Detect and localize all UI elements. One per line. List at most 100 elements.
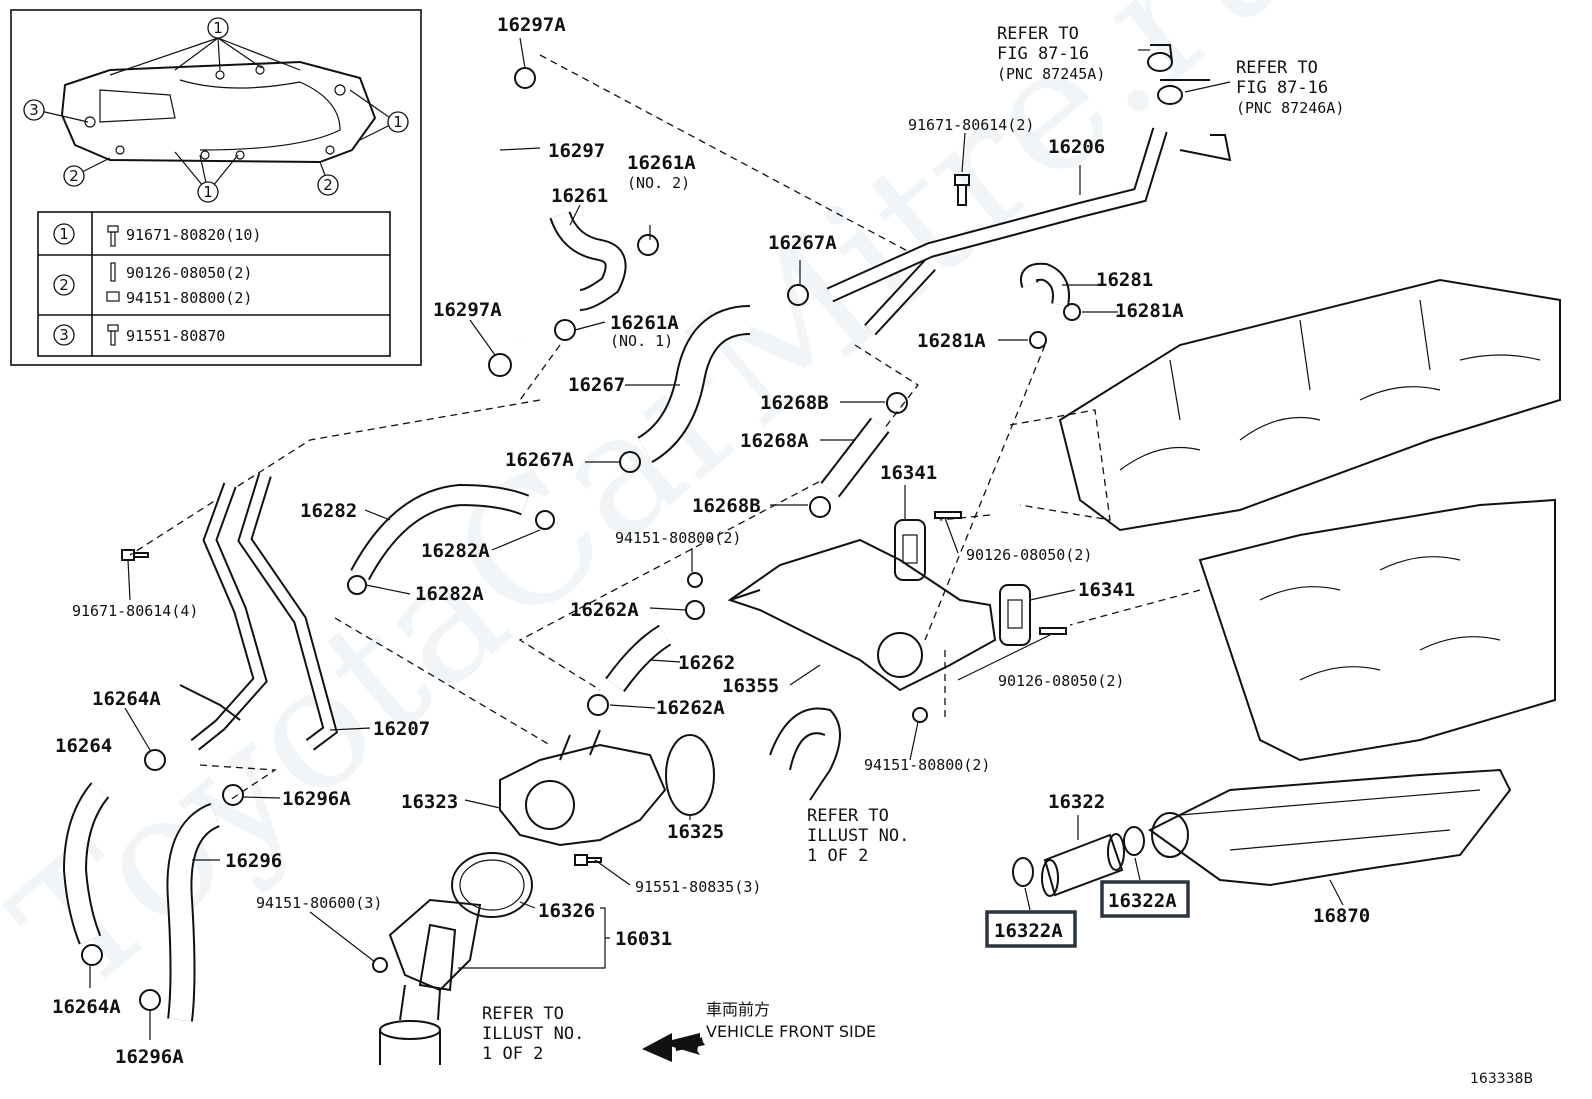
highlight-box-16322A-right (1100, 880, 1190, 918)
water-inlet-16031 (388, 898, 482, 1021)
stud-90126-top (934, 511, 962, 519)
svg-text:1: 1 (59, 225, 69, 243)
hose-end-fig-87245A (1147, 44, 1173, 72)
label-16297A-top: 16297A (497, 14, 566, 36)
reference-notes: REFER TO FIG 87-16 (PNC 87245A) REFER TO… (482, 24, 1533, 1087)
highlight-box-16322A-left (985, 910, 1077, 948)
hose-end-fig-87246A (1157, 79, 1210, 105)
ref-fig1-line1: REFER TO (997, 24, 1079, 44)
bolt-icon (107, 225, 119, 247)
vehicle-front-jp: 車両前方 (706, 1000, 770, 1019)
label-94151-80800-2-top: 94151-80800(2) (615, 529, 741, 547)
svg-text:3: 3 (59, 326, 69, 344)
clamp-16264A-top (144, 749, 166, 771)
svg-text:3: 3 (29, 101, 39, 119)
label-16322: 16322 (1048, 791, 1105, 813)
inset-row-1-part: 91671-80820(10) (126, 226, 261, 244)
inset-callout-1-right: 1 (387, 111, 409, 133)
clamp-16268B-top (886, 392, 908, 414)
hose-refer-illust (769, 707, 841, 801)
ref-illust-a-line1: REFER TO (807, 806, 889, 826)
stud-90126-low (1039, 627, 1067, 635)
hose-16261 (549, 211, 627, 311)
inset-callout-1-bottom: 1 (197, 181, 219, 203)
diagram-id: 163338B (1470, 1071, 1533, 1087)
label-91671-80614-2: 91671-80614(2) (908, 116, 1034, 134)
label-16281A-left: 16281A (917, 330, 986, 352)
ref-fig1-line2: FIG 87-16 (997, 44, 1089, 64)
label-16281: 16281 (1096, 269, 1153, 291)
label-16296A-low: 16296A (115, 1046, 184, 1068)
label-90126-08050-2-top: 90126-08050(2) (966, 546, 1092, 564)
gasket-16325 (665, 734, 715, 816)
nut-icon (106, 291, 120, 302)
o-ring-16322A-right (1123, 826, 1145, 856)
pipe-16322 (1041, 833, 1125, 897)
clamp-16268B-low (809, 496, 831, 518)
label-16296A-top: 16296A (282, 788, 351, 810)
label-16282A-right: 16282A (421, 540, 490, 562)
label-16264A-low: 16264A (52, 996, 121, 1018)
inset-row-3-part: 91551-80870 (126, 327, 225, 345)
vehicle-front-arrow-icon (642, 1033, 705, 1062)
inset-fastener-table: 1 2 3 91671-80820(10) 90126-08050(2) 941… (37, 211, 391, 357)
svg-text:1: 1 (393, 113, 403, 131)
thermostat-housing-16323 (499, 729, 667, 847)
hose-16296 (166, 802, 221, 1022)
cylinder-head-upper (1058, 278, 1561, 532)
label-16281A-right: 16281A (1115, 300, 1184, 322)
o-ring-16322A-left (1012, 857, 1034, 887)
clamp-16296A-top (222, 784, 244, 806)
part-labels: 16297A 16297 16261 16261A (NO. 2) 16297A… (52, 14, 1370, 1068)
bolt-91671-80614-4 (121, 549, 149, 561)
nut-94151-80600 (372, 957, 388, 973)
label-16355: 16355 (722, 675, 779, 697)
label-16261: 16261 (551, 185, 608, 207)
vehicle-front-en: VEHICLE FRONT SIDE (706, 1022, 876, 1041)
label-16267A-top: 16267A (768, 232, 837, 254)
inset-callout-2-right: 2 (317, 174, 339, 196)
label-no1: (NO. 1) (610, 332, 673, 350)
ref-illust-a-line2: ILLUST NO. (807, 826, 909, 846)
hose-16282 (350, 483, 530, 581)
label-16282A-left: 16282A (415, 583, 484, 605)
inset-panel: 1 1 1 2 2 3 1 2 3 91671-80820(10) 90126-… (10, 9, 422, 366)
svg-text:2: 2 (59, 276, 69, 294)
ref-illust-b-line2: ILLUST NO. (482, 1024, 584, 1044)
label-16262: 16262 (678, 652, 735, 674)
clamp-16261A-no2 (637, 234, 659, 256)
label-no2: (NO. 2) (627, 174, 690, 192)
svg-text:1: 1 (203, 183, 213, 201)
ref-fig2-line2: FIG 87-16 (1236, 78, 1328, 98)
pipe-16206 (826, 127, 1232, 336)
label-16262A-low: 16262A (656, 697, 725, 719)
clamp-16267A-top (787, 284, 809, 306)
label-91671-80614-4: 91671-80614(4) (72, 602, 198, 620)
ref-illust-b-line3: 1 OF 2 (482, 1044, 543, 1064)
ref-fig1-line3: (PNC 87245A) (997, 65, 1105, 83)
ref-fig2-line3: (PNC 87246A) (1236, 99, 1344, 117)
clamp-16261A-no1 (554, 319, 576, 341)
label-16325: 16325 (667, 821, 724, 843)
cylinder-head-lower (1198, 498, 1556, 762)
label-16268A: 16268A (740, 430, 809, 452)
svg-text:2: 2 (69, 167, 79, 185)
inset-row-2-part: 90126-08050(2) (126, 264, 252, 282)
gasket-16341-right (999, 584, 1031, 646)
label-16264A-top: 16264A (92, 688, 161, 710)
label-91551-80835-3: 91551-80835(3) (635, 878, 761, 896)
pipe-16207 (179, 472, 339, 751)
hose-16281 (1020, 262, 1070, 307)
svg-text:1: 1 (213, 19, 223, 37)
inset-row-2-part2: 94151-80800(2) (126, 289, 252, 307)
label-94151-80800-2-low: 94151-80800(2) (864, 756, 990, 774)
thermostat-16326 (451, 852, 533, 918)
bolt-icon (107, 324, 119, 346)
label-16207: 16207 (373, 718, 430, 740)
nut-94151-low (912, 707, 928, 723)
clamp-16262A-top (685, 600, 705, 620)
ref-fig2-line1: REFER TO (1236, 58, 1318, 78)
label-16261A-no2: 16261A (627, 152, 696, 174)
label-16267: 16267 (568, 374, 625, 396)
label-16323: 16323 (401, 791, 458, 813)
